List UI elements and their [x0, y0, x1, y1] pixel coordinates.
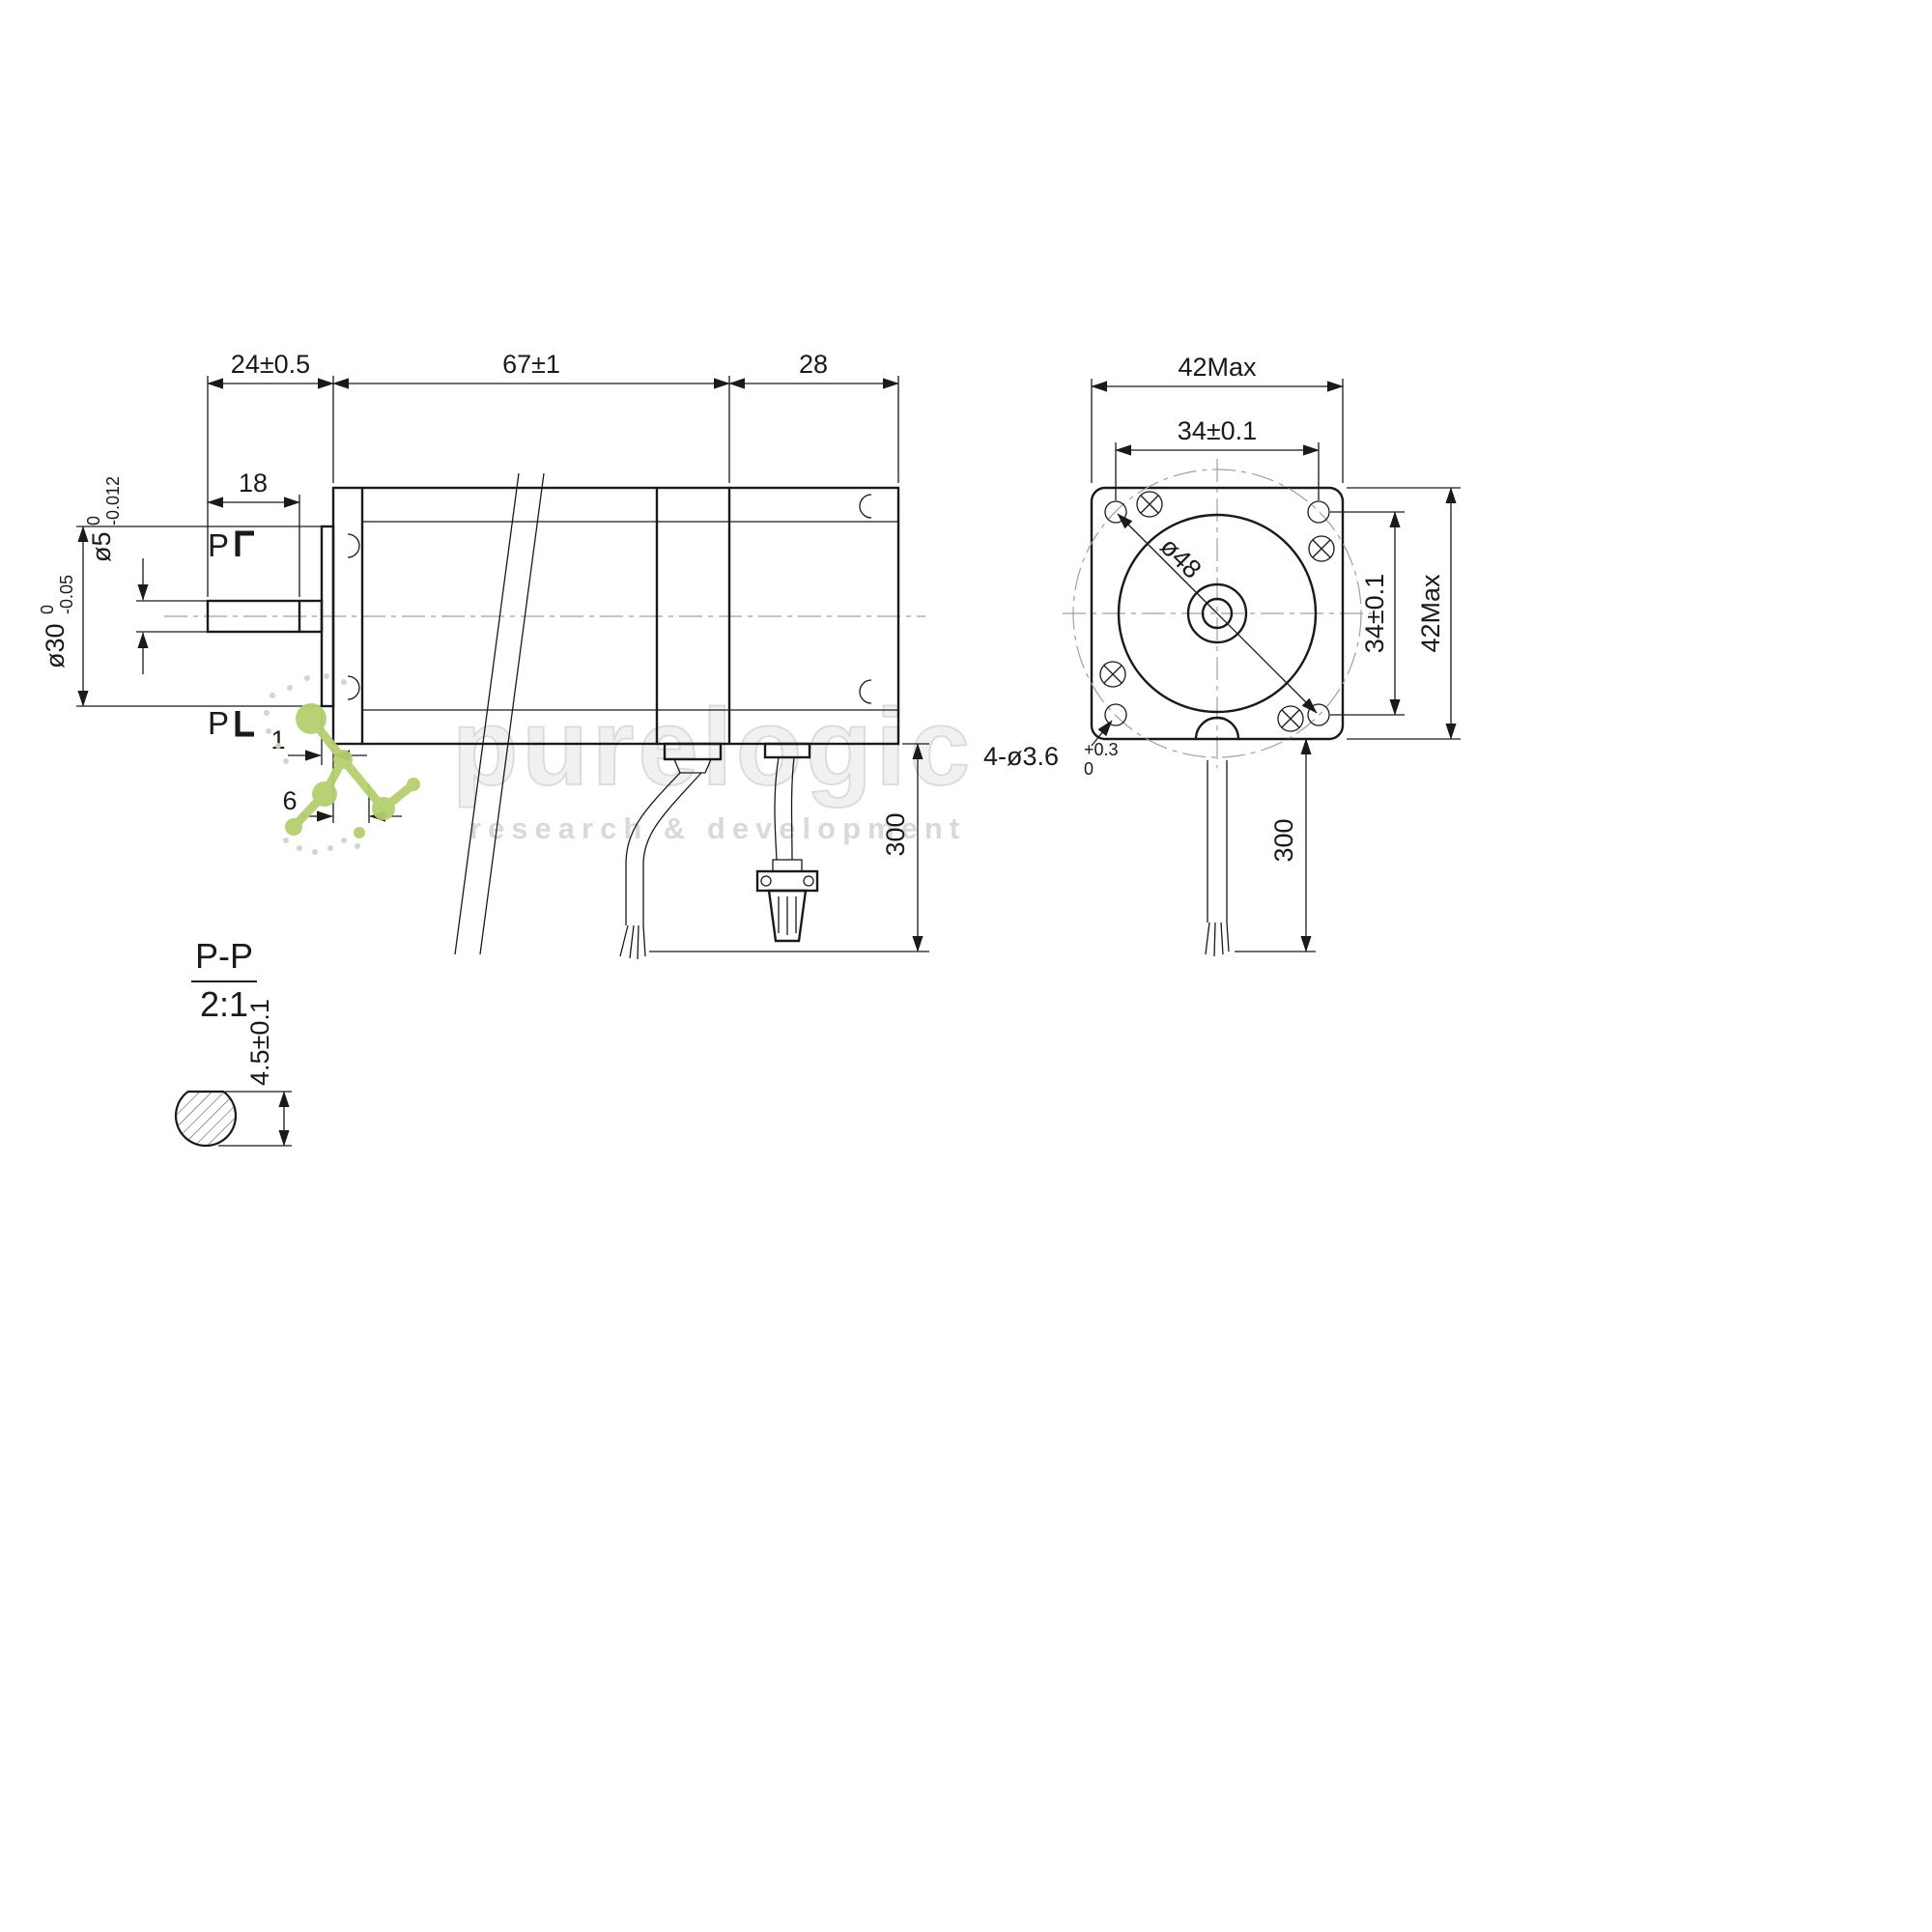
dim-cable-length-front-label: 300: [1269, 818, 1298, 862]
dim-body-length-label: 67±1: [502, 350, 560, 379]
watermark-logo: [264, 673, 420, 855]
section-scale: 2:1: [200, 984, 248, 1024]
dim-rear-length-label: 28: [799, 350, 828, 379]
watermark-title: purelogic: [452, 687, 974, 808]
front-face-circle: [1117, 513, 1318, 714]
svg-text:-0.012: -0.012: [103, 476, 123, 526]
svg-text:4.5±0.1: 4.5±0.1: [245, 999, 274, 1086]
dim-across-flat-label: 4.5±0.1: [245, 999, 274, 1086]
svg-text:4-ø3.6: 4-ø3.6: [983, 742, 1059, 771]
watermark-logo-links: [289, 714, 418, 832]
side-view-dimensions: 24±0.5 67±1 28 18 ø5 0 -0.012 ø30 0 -0.0…: [38, 350, 929, 952]
shaft-cross-section: [174, 1090, 238, 1148]
wire-harness: [619, 742, 723, 960]
dim-hole-spacing-v-label: 34±0.1: [1360, 574, 1389, 653]
bolt-circle: [1072, 469, 1362, 758]
dim-height-max-label: 42Max: [1416, 574, 1445, 653]
front-view-dimensions: 42Max 34±0.1 34±0.1 42Max ø48 4-ø3.6 +0.…: [983, 353, 1461, 952]
dim-front-step-label: 6: [282, 786, 297, 815]
break-lines: [454, 472, 545, 955]
dim-boss-diameter-label: ø30 0 -0.05: [38, 575, 76, 668]
svg-text:ø30: ø30: [41, 623, 70, 668]
svg-text:34±0.1: 34±0.1: [1360, 574, 1389, 653]
svg-text:300: 300: [881, 812, 910, 856]
svg-text:300: 300: [1269, 818, 1298, 862]
dim-flat-length-label: 18: [239, 469, 268, 497]
section-cut-marks: P P: [208, 527, 254, 741]
dim-shaft-length-label: 24±0.5: [231, 350, 310, 379]
svg-text:0: 0: [38, 605, 57, 614]
watermark-halo-dots: [264, 673, 360, 855]
front-view: 42Max 34±0.1 34±0.1 42Max ø48 4-ø3.6 +0.…: [983, 353, 1461, 957]
dim-width-max-label: 42Max: [1178, 353, 1257, 382]
shaft-boss-circle: [1186, 582, 1248, 644]
dim-shaft-diameter-label: ø5 0 -0.012: [84, 476, 123, 562]
svg-text:-0.05: -0.05: [57, 575, 76, 614]
section-mark-bottom-label: P: [208, 705, 229, 741]
screw-slot-icons: [347, 494, 872, 704]
svg-text:0: 0: [1084, 759, 1094, 779]
front-cable: [1194, 716, 1240, 957]
side-view: P P: [38, 350, 929, 960]
svg-text:0: 0: [84, 516, 103, 526]
section-mark-top-label: P: [208, 527, 229, 563]
watermark-subtitle: research & development: [469, 811, 966, 845]
section-view: P-P 2:1 4.5±0.1: [174, 936, 292, 1148]
dim-boss-protrusion-label: 1: [270, 725, 285, 754]
svg-text:+0.3: +0.3: [1084, 740, 1119, 759]
shaft-circle: [1201, 597, 1234, 630]
section-label: P-P: [195, 936, 253, 976]
dsub-connector: [755, 742, 819, 943]
assembly-screw-icons: [1099, 491, 1335, 732]
watermark-text: purelogic research & development: [451, 686, 974, 845]
motor-body-outline: [331, 486, 900, 746]
watermark-logo-nodes: [285, 703, 420, 838]
mounting-holes: [1104, 500, 1330, 726]
flange-outline: [1090, 486, 1345, 741]
svg-text:ø48: ø48: [1154, 532, 1207, 584]
svg-text:ø5: ø5: [87, 531, 116, 562]
dim-hole-diagonal-label: ø48: [1154, 532, 1207, 584]
mounting-holes-note: 4-ø3.6 +0.3 0: [983, 740, 1119, 779]
dim-hole-spacing-h-label: 34±0.1: [1178, 416, 1257, 445]
dim-cable-length-side-label: 300: [881, 812, 910, 856]
svg-text:42Max: 42Max: [1416, 574, 1445, 653]
